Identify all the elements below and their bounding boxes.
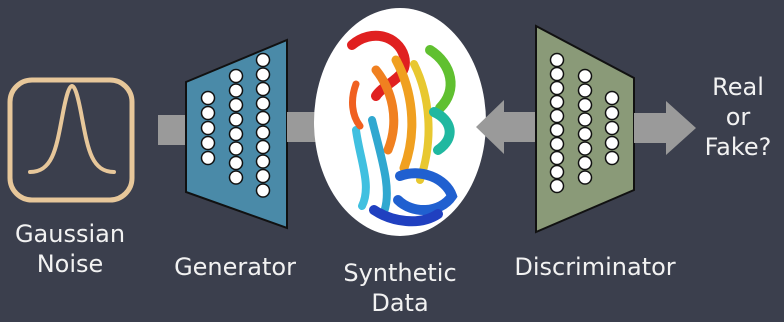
generator-node (228, 83, 244, 98)
discriminator-node (549, 150, 565, 166)
generator-node (228, 155, 244, 171)
synthetic-data-label-line1: Synthetic (343, 259, 457, 287)
discriminator-node (549, 94, 565, 110)
discriminator-node (577, 68, 593, 84)
generator-label-text: Generator (174, 253, 296, 281)
synthetic-data-label: Synthetic Data (325, 258, 475, 318)
discriminator-label: Discriminator (500, 252, 690, 282)
arrow-discriminator-to-output (634, 101, 696, 155)
generator-node (200, 120, 216, 136)
discriminator-node (549, 122, 565, 138)
generator-node (200, 135, 216, 151)
generator-node (255, 168, 271, 184)
protein-structure-image (314, 8, 486, 236)
generator-node (228, 112, 244, 127)
generator-node (255, 81, 271, 97)
discriminator-node (577, 155, 593, 171)
discriminator-node (549, 66, 565, 82)
discriminator-node (577, 83, 593, 98)
discriminator-node (549, 80, 565, 96)
generator-node (255, 125, 271, 140)
discriminator-node (577, 97, 593, 113)
generator-node (255, 139, 271, 155)
synthetic-data-label-line2: Data (371, 289, 429, 317)
real-or-fake-line3: Fake? (704, 133, 772, 161)
arrow-noise-to-generator (158, 115, 188, 145)
discriminator-node (549, 108, 565, 124)
discriminator-label-text: Discriminator (514, 253, 676, 281)
generator-node (228, 126, 244, 142)
real-or-fake-line2: or (725, 103, 751, 131)
gaussian-curve-icon (7, 77, 135, 203)
discriminator-node (549, 52, 565, 68)
real-or-fake-line1: Real (712, 73, 764, 101)
discriminator-node (549, 136, 565, 152)
generator-node (200, 90, 216, 106)
discriminator-node (577, 141, 593, 156)
generator-node (255, 67, 271, 82)
generator-node (255, 96, 271, 111)
generator-node (228, 170, 244, 185)
discriminator-network (535, 24, 635, 234)
generator-node (255, 183, 271, 198)
generator-label: Generator (160, 252, 310, 282)
discriminator-node (604, 150, 620, 166)
discriminator-node (577, 112, 593, 127)
discriminator-node (604, 105, 620, 121)
generator-node (200, 105, 216, 121)
discriminator-node (604, 90, 620, 106)
discriminator-node (549, 178, 565, 194)
generator-node (255, 52, 271, 68)
generator-node (200, 150, 216, 166)
arrow-discriminator-to-synthetic (476, 100, 536, 154)
gaussian-noise-label-line2: Noise (36, 250, 104, 278)
gaussian-noise-label-line1: Gaussian (14, 220, 126, 248)
generator-node (228, 68, 244, 84)
discriminator-node (577, 126, 593, 142)
generator-node (255, 110, 271, 126)
discriminator-node (549, 164, 565, 180)
discriminator-node (577, 170, 593, 185)
discriminator-node (604, 135, 620, 151)
gaussian-noise-label: Gaussian Noise (0, 219, 140, 279)
generator-node (255, 154, 271, 169)
real-or-fake-label: Real or Fake? (696, 72, 780, 162)
generator-node (228, 97, 244, 113)
discriminator-node (604, 120, 620, 136)
generator-network (185, 38, 288, 230)
generator-node (228, 141, 244, 156)
